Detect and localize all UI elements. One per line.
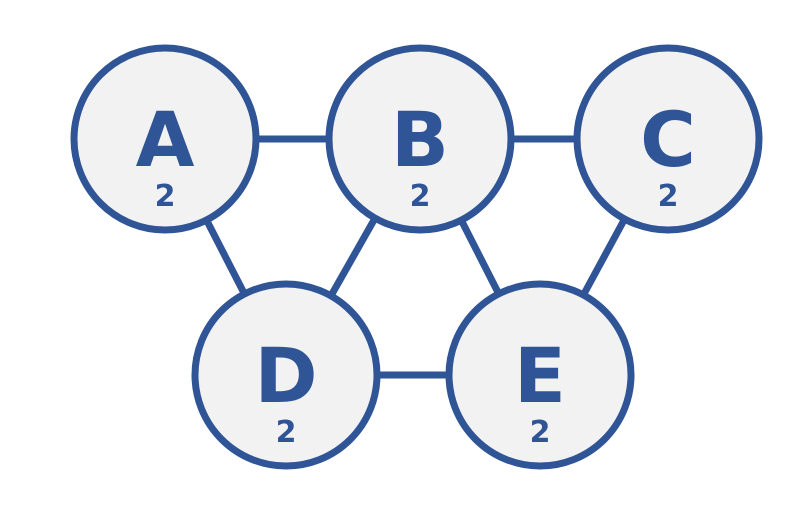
node-a: A2: [70, 44, 260, 234]
node-circle: [325, 44, 515, 234]
edge-c-e: [580, 217, 628, 297]
edge-b-e: [458, 218, 502, 296]
node-subscript: 2: [410, 179, 431, 214]
node-e: E2: [445, 280, 635, 470]
edge-a-d: [203, 218, 248, 296]
node-c: C2: [573, 44, 763, 234]
node-d: D2: [191, 280, 381, 470]
node-label: B: [391, 95, 449, 184]
node-label: C: [640, 95, 696, 184]
edge-b-d: [327, 216, 379, 298]
node-circle: [445, 280, 635, 470]
node-circle: [573, 44, 763, 234]
node-circle: [191, 280, 381, 470]
node-label: D: [254, 331, 317, 420]
node-label: E: [514, 331, 566, 420]
node-subscript: 2: [276, 415, 297, 450]
edges-layer: [203, 135, 628, 379]
node-subscript: 2: [155, 179, 176, 214]
node-circle: [70, 44, 260, 234]
node-b: B2: [325, 44, 515, 234]
node-subscript: 2: [530, 415, 551, 450]
node-subscript: 2: [658, 179, 679, 214]
node-label: A: [136, 95, 195, 184]
